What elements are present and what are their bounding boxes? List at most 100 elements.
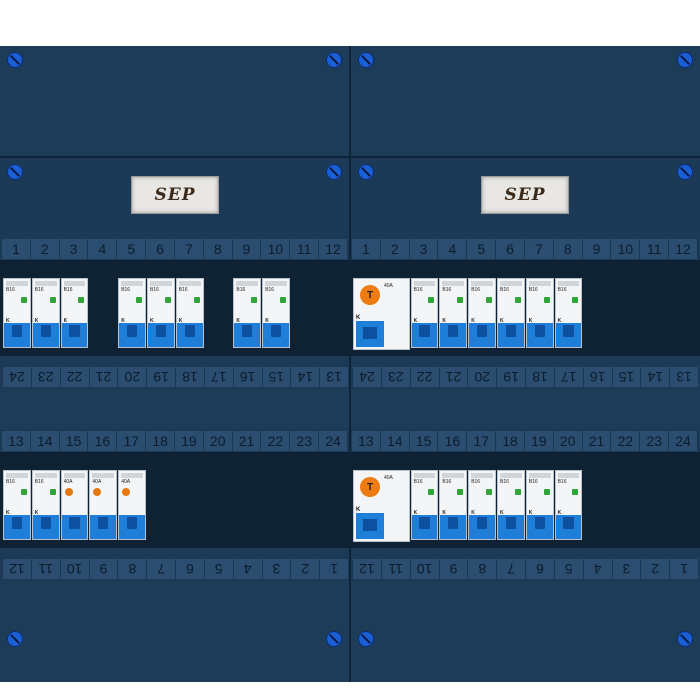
module-number: 3 <box>611 559 641 579</box>
breaker-toggle[interactable] <box>119 515 145 539</box>
breaker-toggle[interactable] <box>32 515 59 539</box>
status-led-icon <box>428 489 435 495</box>
top-cover-right <box>351 46 700 156</box>
module-number: 20 <box>554 431 583 451</box>
breaker-toggle[interactable] <box>555 323 582 347</box>
module-number: 19 <box>146 367 176 387</box>
breaker-rating: B16 <box>442 479 452 485</box>
test-button-icon[interactable] <box>93 488 102 496</box>
status-led-icon <box>543 297 550 303</box>
breaker-toggle[interactable] <box>119 323 145 347</box>
breaker-toggle[interactable] <box>32 323 59 347</box>
module-number: 1 <box>319 559 348 579</box>
test-button-icon[interactable] <box>122 488 131 496</box>
module-number: 22 <box>261 431 291 451</box>
breaker-toggle[interactable] <box>263 323 289 347</box>
breaker-toggle[interactable] <box>4 515 30 539</box>
module-number: 16 <box>582 367 612 387</box>
breaker-toggle[interactable] <box>440 323 467 347</box>
circuit-breaker[interactable]: 40A <box>89 470 118 540</box>
brand-mark: K <box>471 510 475 516</box>
brand-mark: K <box>6 510 10 516</box>
breaker-toggle[interactable] <box>555 515 582 539</box>
breaker-rating: B16 <box>557 479 567 485</box>
breaker-toggle[interactable] <box>440 515 467 539</box>
breaker-toggle[interactable] <box>61 323 88 347</box>
rcd-rating: 40A <box>384 475 393 481</box>
breaker-rating: 40A <box>63 479 73 485</box>
breaker-toggle[interactable] <box>61 515 88 539</box>
breaker-rating: B16 <box>413 287 423 293</box>
brand-mark: K <box>528 318 533 324</box>
module-number: 14 <box>640 367 670 387</box>
breaker-toggle[interactable] <box>4 323 30 347</box>
screw-icon <box>7 52 23 68</box>
breaker-toggle[interactable] <box>526 515 553 539</box>
brand-mark: K <box>34 510 39 516</box>
rcd-toggle[interactable] <box>356 513 384 539</box>
breaker-toggle[interactable] <box>469 515 495 539</box>
status-led-icon <box>572 297 579 303</box>
module-number: 19 <box>175 431 204 451</box>
module-number: 21 <box>583 431 612 451</box>
breaker-toggle[interactable] <box>148 323 174 347</box>
brand-mark: K <box>500 318 504 324</box>
module-number: 24 <box>2 367 31 387</box>
module-number: 13 <box>352 431 381 451</box>
circuit-breaker[interactable]: 40A <box>118 470 146 540</box>
test-button[interactable]: T <box>360 477 380 497</box>
module-number: 17 <box>117 431 147 451</box>
breaker-toggle[interactable] <box>411 323 438 347</box>
module-number: 4 <box>438 239 468 259</box>
breaker-toggle[interactable] <box>526 323 553 347</box>
breaker-rating: B16 <box>471 287 481 293</box>
circuit-breaker[interactable]: 40A <box>60 470 89 540</box>
test-button-icon[interactable] <box>64 488 73 496</box>
breaker-toggle[interactable] <box>411 515 438 539</box>
breaker-toggle[interactable] <box>90 515 117 539</box>
test-button[interactable]: T <box>360 285 380 305</box>
status-led-icon <box>457 297 464 303</box>
breaker-toggle[interactable] <box>498 323 524 347</box>
breaker-toggle[interactable] <box>498 515 524 539</box>
rcd-toggle[interactable] <box>356 321 384 347</box>
module-number: 3 <box>261 559 291 579</box>
module-number: 24 <box>352 367 381 387</box>
module-number: 15 <box>611 367 641 387</box>
module-number: 23 <box>290 431 320 451</box>
status-led-icon <box>164 297 171 303</box>
breaker-toggle[interactable] <box>234 323 261 347</box>
breaker-toggle[interactable] <box>176 323 203 347</box>
breaker-toggle[interactable] <box>469 323 495 347</box>
module-number: 23 <box>640 431 670 451</box>
module-number: 9 <box>88 559 118 579</box>
module-number: 4 <box>582 559 612 579</box>
